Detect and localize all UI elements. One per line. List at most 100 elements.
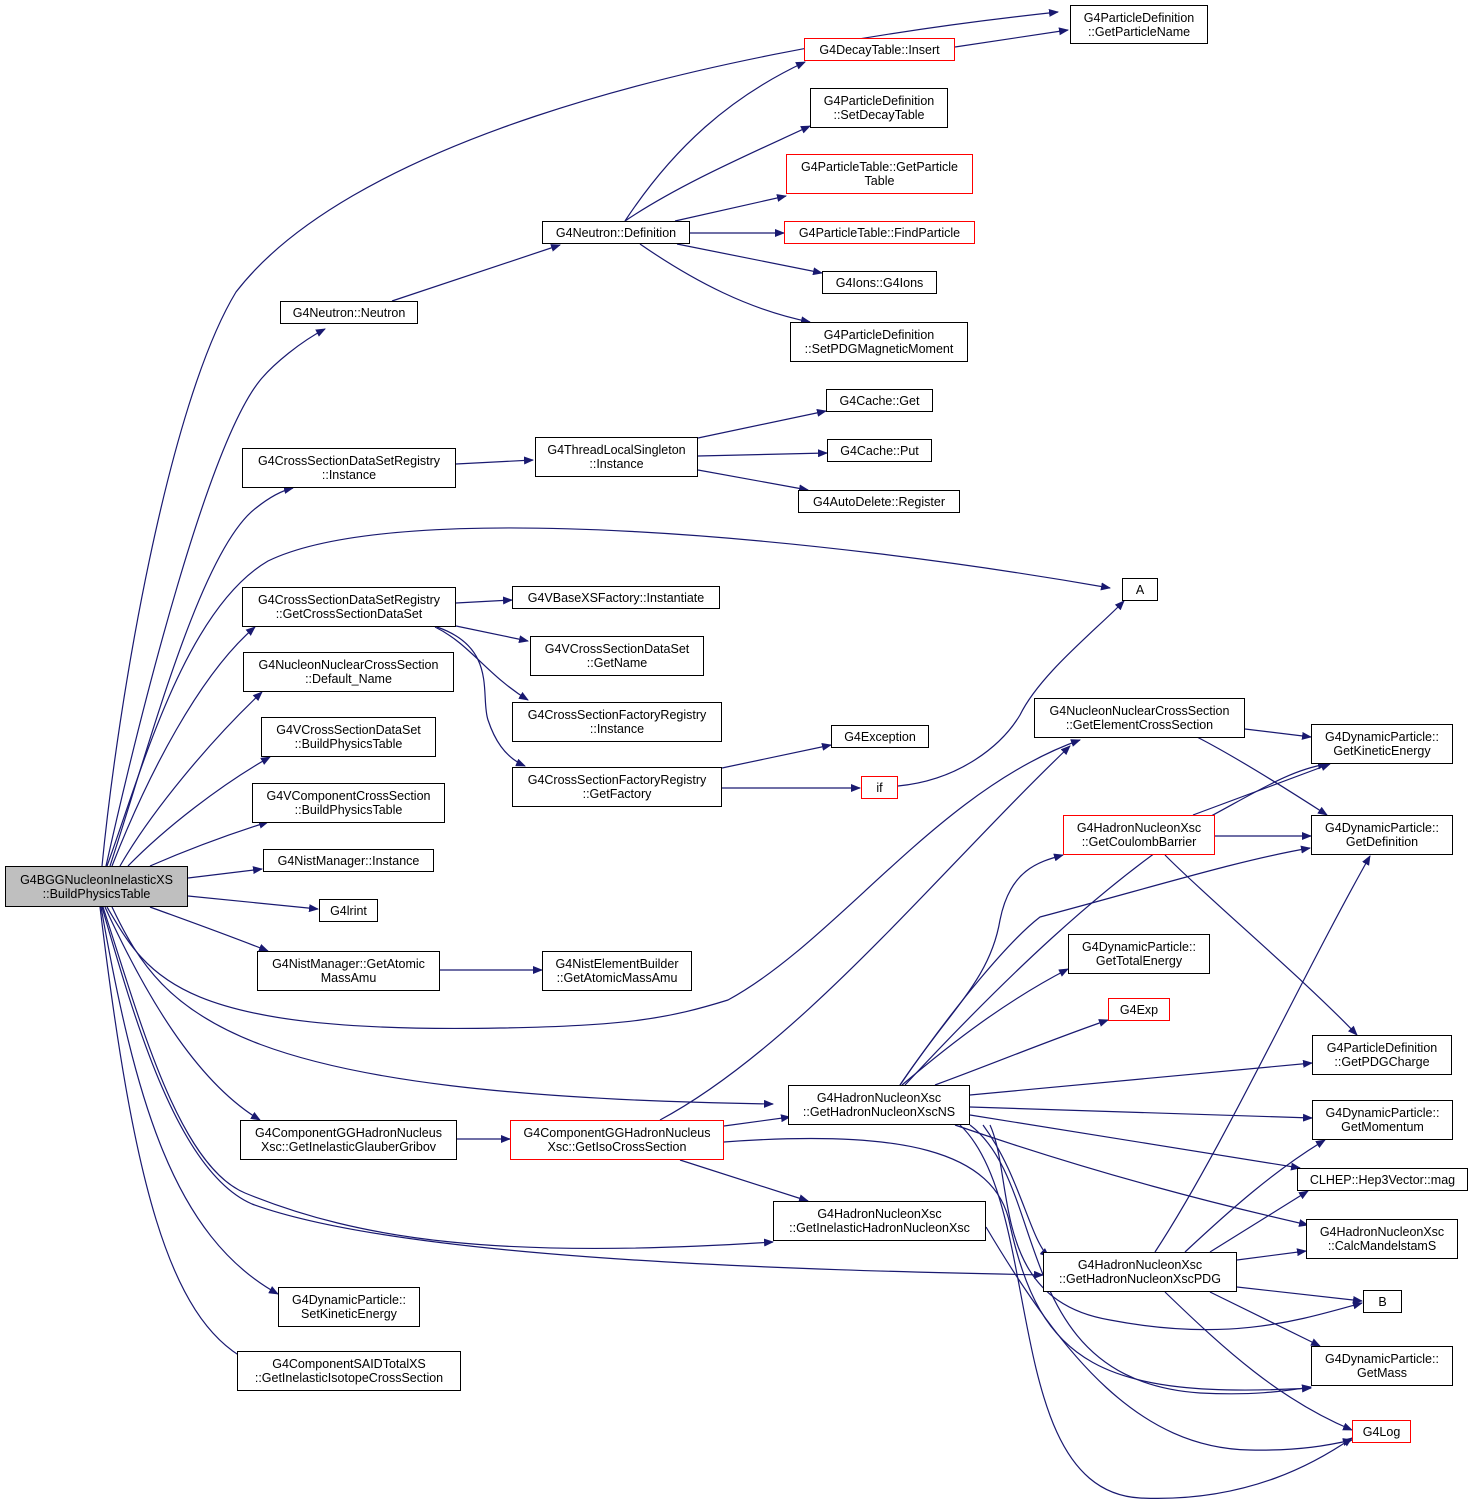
node-g4decaytable-insert[interactable]: G4DecayTable::Insert	[804, 38, 955, 61]
node-g4exp[interactable]: G4Exp	[1108, 998, 1170, 1021]
node-g4nistelementbuilder-getatomicmassamu[interactable]: G4NistElementBuilder::GetAtomicMassAmu	[542, 951, 692, 991]
node-label-line: ::BuildPhysicsTable	[294, 803, 403, 817]
node-label-line: ::Instance	[589, 722, 645, 736]
edge-hnxscns-to-dptotal	[901, 968, 1069, 1086]
node-if[interactable]: if	[861, 776, 898, 799]
node-label-line: G4VCrossSectionDataSet	[544, 642, 690, 656]
node-g4autodelete-register[interactable]: G4AutoDelete::Register	[798, 490, 960, 513]
node-label-line: G4ParticleTable::GetParticle	[800, 160, 958, 174]
node-label-line: G4DynamicParticle::	[1325, 821, 1439, 835]
node-g4dynamicparticle-getmass[interactable]: G4DynamicParticle::GetMass	[1311, 1346, 1453, 1386]
node-g4crosssectionfactoryregistry-getfactory[interactable]: G4CrossSectionFactoryRegistry::GetFactor…	[512, 767, 722, 807]
node-label-line: ::GetHadronNucleonXscPDG	[1059, 1272, 1221, 1286]
edge-hnpdg-to-dpmass	[1209, 1291, 1321, 1347]
node-g4cache-put[interactable]: G4Cache::Put	[827, 439, 932, 462]
node-label-line: G4CrossSectionFactoryRegistry	[527, 773, 707, 787]
node-g4particledefinition-setdecaytable[interactable]: G4ParticleDefinition::SetDecayTable	[810, 88, 948, 128]
edge-tlsinst-to-cacheget	[697, 408, 827, 439]
node-g4dynamicparticle-getdefinition[interactable]: G4DynamicParticle::GetDefinition	[1311, 815, 1453, 855]
node-g4hadronnucleonxsc-gethadronnucleonxscns[interactable]: G4HadronNucleonXsc::GetHadronNucleonXscN…	[788, 1085, 970, 1125]
edge-hnxscns-to-hep3mag	[969, 1114, 1301, 1171]
node-g4dynamicparticle-setkineticenergy[interactable]: G4DynamicParticle::SetKineticEnergy	[278, 1287, 420, 1327]
node-g4cache-get[interactable]: G4Cache::Get	[826, 389, 933, 412]
node-g4nucleonnuclearcrosssection-getelementcrosssection[interactable]: G4NucleonNuclearCrossSection::GetElement…	[1034, 698, 1245, 738]
node-label-line: G4CrossSectionFactoryRegistry	[527, 708, 707, 722]
node-g4nistmanager-instance[interactable]: G4NistManager::Instance	[263, 849, 434, 872]
node-label-line: G4HadronNucleonXsc	[817, 1207, 942, 1221]
node-label-line: B	[1378, 1294, 1387, 1309]
edge-nneutron-to-ndef	[391, 244, 561, 302]
node-label-line: G4HadronNucleonXsc	[1076, 821, 1202, 835]
node-label-line: if	[876, 780, 883, 795]
edge-csfrgetf-to-exception	[721, 742, 832, 769]
edge-root-to-A	[106, 527, 1111, 867]
node-g4componentsaidtotalxs-getinelasticisotopecrosssection[interactable]: G4ComponentSAIDTotalXS::GetInelasticIsot…	[237, 1351, 461, 1391]
node-g4vbasexsfactory-instantiate[interactable]: G4VBaseXSFactory::Instantiate	[512, 586, 720, 609]
node-g4exception[interactable]: G4Exception	[831, 725, 929, 748]
node-g4particletable-findparticle[interactable]: G4ParticleTable::FindParticle	[784, 221, 975, 244]
node-label-line: G4Log	[1362, 1424, 1401, 1439]
node-label-line: G4DynamicParticle::	[1325, 1106, 1440, 1120]
edge-getcsds-to-vbaseinst	[455, 596, 513, 605]
node-label-line: G4ParticleDefinition	[1083, 10, 1195, 25]
edge-nncsgetel-to-dpgetdef	[1196, 736, 1328, 816]
node-label-line: G4VCrossSectionDataSet	[276, 723, 421, 737]
node-g4neutron-definition[interactable]: G4Neutron::Definition	[542, 221, 690, 244]
node-g4log[interactable]: G4Log	[1352, 1420, 1411, 1443]
edge-root-to-gpname	[101, 8, 1059, 867]
node-label-line: G4NucleonNuclearCrossSection	[258, 658, 439, 672]
node-g4nucleonnuclearcrosssection-default-name[interactable]: G4NucleonNuclearCrossSection::Default_Na…	[243, 652, 454, 692]
node-clhep-hep3vector-mag[interactable]: CLHEP::Hep3Vector::mag	[1297, 1168, 1468, 1191]
node-g4particledefinition-setpdgmagneticmoment[interactable]: G4ParticleDefinition::SetPDGMagneticMome…	[790, 322, 968, 362]
node-g4hadronnucleonxsc-gethadronnucleonxscpdg[interactable]: G4HadronNucleonXsc::GetHadronNucleonXscP…	[1043, 1252, 1237, 1292]
node-label-line: ::GetPDGCharge	[1334, 1055, 1430, 1069]
node-g4particledefinition-getpdgcharge[interactable]: G4ParticleDefinition::GetPDGCharge	[1312, 1035, 1452, 1075]
node-g4crosssectionfactoryregistry-instance[interactable]: G4CrossSectionFactoryRegistry::Instance	[512, 702, 722, 742]
edge-root-to-ggglauber	[104, 906, 261, 1121]
node-g4hadronnucleonxsc-getinelastichadronnucleonxsc[interactable]: G4HadronNucleonXsc::GetInelasticHadronNu…	[773, 1201, 986, 1241]
node-g4threadlocalsingleton-instance[interactable]: G4ThreadLocalSingleton::Instance	[535, 437, 698, 477]
node-g4vcrosssectiondataset-getname[interactable]: G4VCrossSectionDataSet::GetName	[530, 636, 704, 676]
node-g4dynamicparticle-gettotalenergy[interactable]: G4DynamicParticle::GetTotalEnergy	[1068, 934, 1210, 974]
node-label-line: G4NistManager::GetAtomic	[272, 957, 425, 971]
node-b[interactable]: B	[1363, 1290, 1402, 1313]
node-g4dynamicparticle-getkineticenergy[interactable]: G4DynamicParticle::GetKineticEnergy	[1311, 724, 1453, 764]
node-g4neutron-neutron[interactable]: G4Neutron::Neutron	[280, 301, 418, 324]
node-label-line: ::CalcMandelstamS	[1327, 1239, 1437, 1253]
edge-root-to-saidinel	[99, 906, 248, 1361]
node-g4lrint[interactable]: G4lrint	[319, 899, 378, 922]
node-label-line: G4lrint	[330, 903, 367, 918]
node-label-line: SetKineticEnergy	[301, 1307, 397, 1321]
edge-ndef-to-setpdgmm	[639, 243, 811, 325]
node-g4vcomponentcrosssection-buildphysicstable[interactable]: G4VComponentCrossSection::BuildPhysicsTa…	[252, 783, 445, 823]
edge-root-to-vcsdsbpt	[127, 756, 271, 867]
edge-hnpdg-to-dpgetdef	[1154, 855, 1371, 1253]
node-g4crosssectiondatasetregistry-getcrosssectiondataset[interactable]: G4CrossSectionDataSetRegistry::GetCrossS…	[242, 587, 456, 627]
edge-root-to-hnxscns	[111, 906, 774, 1108]
node-g4hadronnucleonxsc-calcmandelstams[interactable]: G4HadronNucleonXsc::CalcMandelstamS	[1306, 1219, 1458, 1259]
node-g4bggnucleoninelasticxs-buildphysicstable[interactable]: G4BGGNucleonInelasticXS::BuildPhysicsTab…	[5, 866, 188, 907]
edge-root-to-dpsetke	[100, 906, 279, 1295]
node-g4particledefinition-getparticlename[interactable]: G4ParticleDefinition::GetParticleName	[1070, 5, 1208, 44]
node-g4ions-g4ions[interactable]: G4Ions::G4Ions	[822, 271, 937, 294]
edge-tlsinst-to-autodel	[697, 469, 809, 493]
node-label-line: G4ParticleDefinition	[1326, 1041, 1438, 1055]
node-label-line: G4HadronNucleonXsc	[816, 1091, 942, 1105]
node-a[interactable]: A	[1122, 578, 1158, 601]
node-label-line: G4ComponentGGHadronNucleus	[255, 1126, 442, 1140]
node-g4crosssectiondatasetregistry-instance[interactable]: G4CrossSectionDataSetRegistry::Instance	[242, 448, 456, 488]
node-g4vcrosssectiondataset-buildphysicstable[interactable]: G4VCrossSectionDataSet::BuildPhysicsTabl…	[261, 717, 436, 757]
node-label-line: G4Exp	[1119, 1002, 1159, 1017]
edge-ndef-to-ions	[676, 243, 823, 276]
edge-root-to-hninel	[102, 906, 774, 1250]
node-label-line: ::BuildPhysicsTable	[294, 737, 403, 751]
edge-root-to-g4lrint	[187, 895, 319, 913]
node-g4hadronnucleonxsc-getcoulombbarrier[interactable]: G4HadronNucleonXsc::GetCoulombBarrier	[1063, 815, 1215, 855]
edge-hnpdg-to-g4log	[1164, 1291, 1353, 1431]
node-g4dynamicparticle-getmomentum[interactable]: G4DynamicParticle::GetMomentum	[1312, 1100, 1453, 1140]
